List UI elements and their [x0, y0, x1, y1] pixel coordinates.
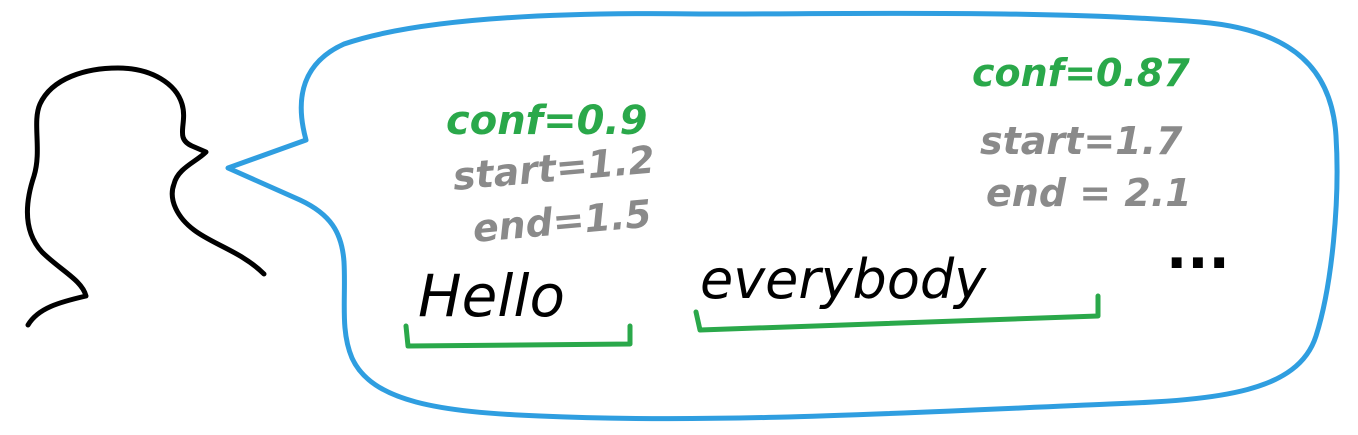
word-2-confidence: conf=0.87	[972, 51, 1190, 95]
word-1-text: Hello	[418, 262, 565, 330]
word-1-confidence: conf=0.9	[446, 98, 647, 144]
speaker-silhouette-icon	[25, 65, 267, 328]
word-1-end-time: end=1.5	[471, 192, 653, 251]
ellipsis: ...	[1166, 217, 1230, 282]
word-1-start-time: start=1.2	[451, 137, 657, 198]
word-2-start-time: start=1.7	[980, 119, 1183, 163]
speech-bubble	[225, 10, 1340, 422]
word-2-bracket	[693, 293, 1101, 333]
word-2-end-time: end = 2.1	[986, 171, 1192, 215]
word-1-bracket	[403, 323, 633, 349]
word-2-text: everybody	[700, 248, 987, 311]
